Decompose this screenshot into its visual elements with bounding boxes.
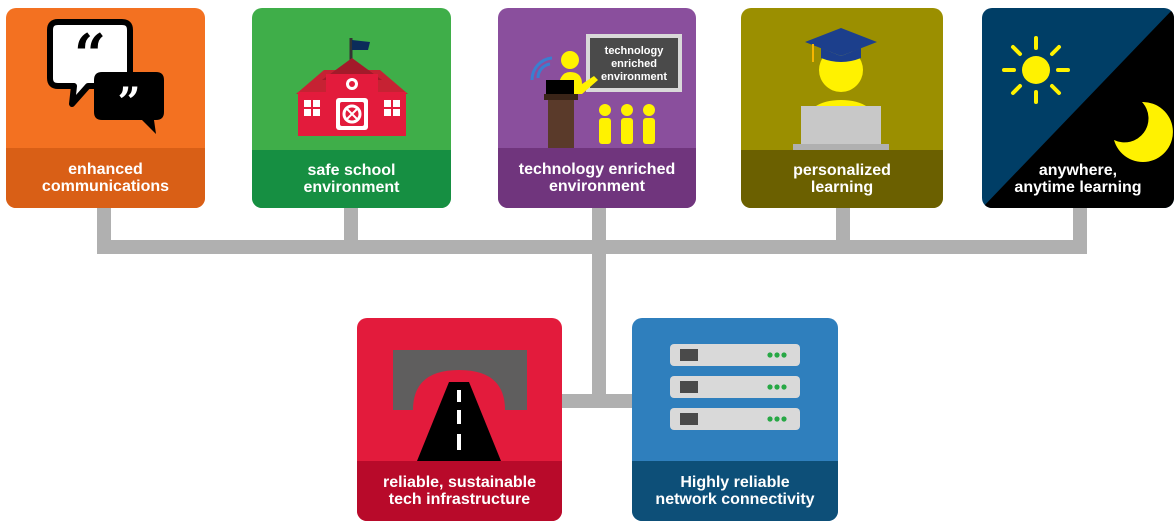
svg-text:technology: technology [605, 45, 665, 57]
tile-anywhere-anytime-learning: anywhere,anytime learning [982, 8, 1174, 208]
graduate-laptop-icon [741, 8, 943, 150]
speech-bubbles-icon: “ ” [6, 8, 205, 148]
tile-label: anywhere,anytime learning [1014, 162, 1142, 196]
svg-text:”: ” [117, 79, 140, 126]
svg-text:environment: environment [601, 71, 667, 83]
sun-moon-icon [982, 8, 1174, 208]
svg-text:enriched: enriched [611, 58, 657, 70]
server-rack-icon [632, 318, 838, 461]
presenter-classroom-icon: technology enriched environment [498, 8, 696, 148]
road-tunnel-icon [357, 318, 562, 461]
school-building-icon [252, 8, 451, 150]
tile-technology-enriched-environment: technology enriched environment technolo… [498, 8, 696, 208]
